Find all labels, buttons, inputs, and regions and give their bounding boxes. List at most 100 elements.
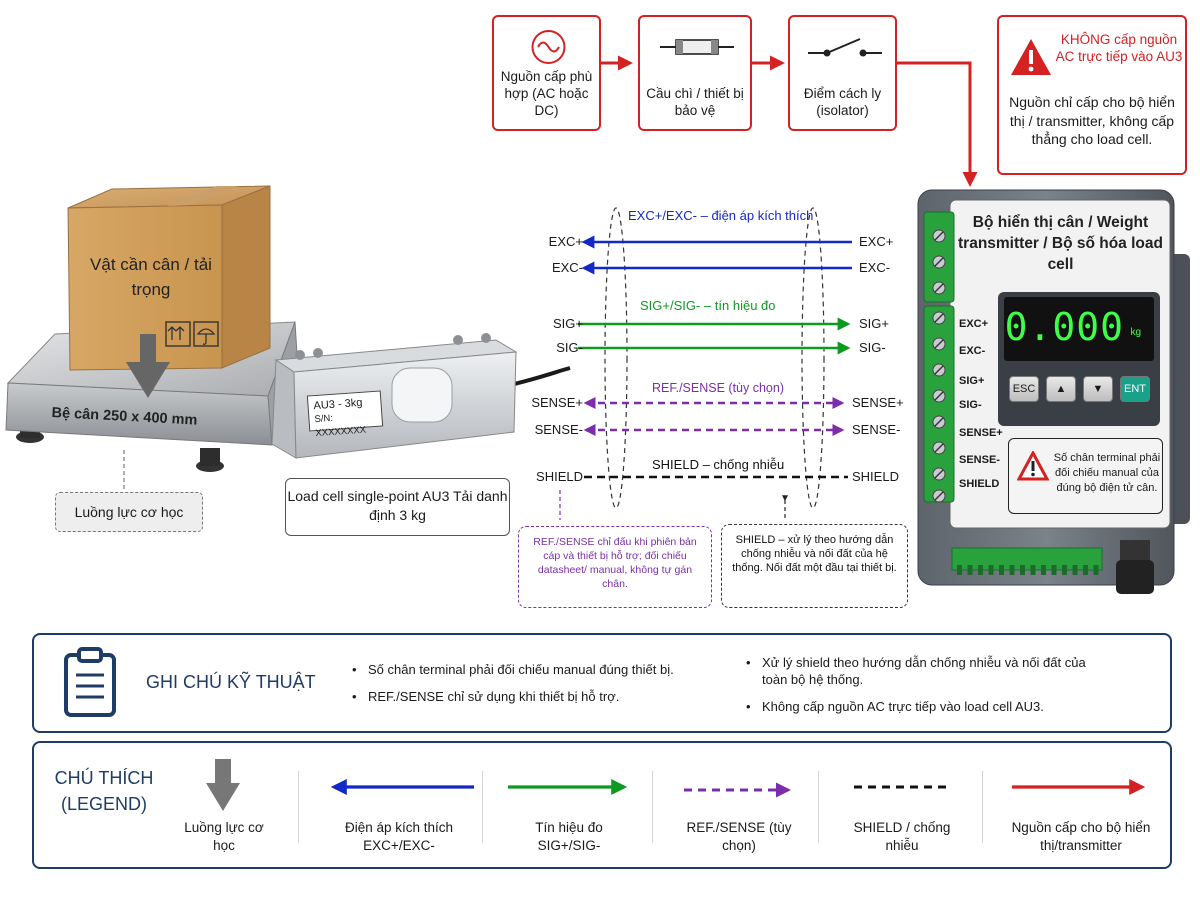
down-button[interactable]: ▼	[1083, 376, 1113, 402]
terminal-pin	[1009, 565, 1015, 575]
legend-divider	[818, 771, 819, 843]
fuse-box: Cầu chì / thiết bị bảo vệ	[638, 15, 752, 131]
legend-power-label: Nguồn cấp cho bộ hiển thị/transmitter	[1011, 820, 1151, 853]
wire-left-label: SENSE+	[531, 395, 583, 410]
cardboard-box	[67, 185, 271, 371]
clipboard-icon	[64, 647, 116, 717]
load-cell-serial: S/N: XXXXXXXX	[314, 412, 367, 440]
legend-panel: CHÚ THÍCH (LEGEND) Luồng lực cơ học Điện…	[32, 741, 1172, 869]
device-terminal-label: SENSE-	[959, 454, 1000, 466]
legend-shield-label: SHIELD / chống nhiễu	[853, 820, 951, 853]
tech-notes-right: Xử lý shield theo hướng dẫn chống nhiễu …	[746, 654, 1092, 725]
terminal-pin	[1051, 565, 1057, 575]
power-warning-body: Nguồn chỉ cấp cho bộ hiển thị / transmit…	[1009, 94, 1175, 147]
terminal-screw-slot	[934, 491, 944, 501]
terminal-pin	[1083, 565, 1088, 575]
sense-note: REF./SENSE chỉ đấu khi phiên bản cáp và …	[518, 526, 712, 608]
exc-caption: EXC+/EXC- – điện áp kích thích	[628, 208, 814, 223]
wire-right-label: EXC+	[859, 234, 894, 249]
tech-notes-title: GHI CHÚ KỸ THUẬT	[146, 672, 316, 692]
terminal-screw-slot	[934, 339, 944, 349]
force-arrow	[123, 334, 170, 490]
fuse-icon	[640, 27, 750, 65]
terminal-pin	[978, 565, 983, 575]
tech-note-item: REF./SENSE chỉ sử dụng khi thiết bị hỗ t…	[352, 688, 748, 705]
load-cell-body	[271, 333, 571, 459]
isolator-box: Điểm cách ly (isolator)	[788, 15, 897, 131]
shield-caption: SHIELD – chống nhiễu	[652, 457, 785, 472]
terminal-pin	[988, 565, 994, 575]
legend-divider	[482, 771, 483, 843]
legend-sig-label: Tín hiệu đo SIG+/SIG-	[535, 820, 603, 853]
wire-left-label: SIG+	[553, 316, 583, 331]
device-unit: kg	[1130, 327, 1141, 338]
terminal-pin	[1020, 565, 1025, 575]
force-label: Luồng lực cơ học	[55, 492, 203, 532]
power-path	[601, 55, 978, 187]
tech-note-item: Xử lý shield theo hướng dẫn chống nhiễu …	[746, 654, 1092, 688]
fuse-label: Cầu chì / thiết bị bảo vệ	[646, 86, 744, 118]
legend-symbols	[206, 759, 1146, 811]
device-terminal-label: SHIELD	[959, 478, 1000, 490]
isolator-label: Điểm cách ly (isolator)	[803, 86, 882, 118]
tech-note-item: Không cấp nguồn AC trực tiếp vào load ce…	[746, 698, 1092, 715]
wire-right-label: SIG-	[859, 340, 886, 355]
terminal-pins	[957, 565, 1099, 575]
enter-button[interactable]: ENT	[1120, 376, 1150, 402]
legend-sense-label: REF./SENSE (tùy chọn)	[686, 820, 792, 853]
terminal-screw-slot	[934, 257, 944, 267]
ac-source-icon	[494, 27, 599, 65]
wire-right-label: SHIELD	[852, 469, 899, 484]
terminal-pin	[1062, 565, 1067, 575]
wire-left-label: SIG-	[556, 340, 583, 355]
warning-icon	[1017, 451, 1049, 481]
load-cell-caption: Load cell single-point AU3 Tải danh định…	[285, 478, 510, 536]
terminal-screw-slot	[934, 443, 944, 453]
terminal-screw-slot	[934, 231, 944, 241]
cable-bundle-markers	[604, 207, 825, 509]
terminal-screw-slot	[934, 313, 944, 323]
device-warning-box: Số chân terminal phải đối chiếu manual c…	[1008, 438, 1163, 514]
load-cell-tag: AU3 - 3kg S/N: XXXXXXXX	[306, 390, 384, 439]
legend-divider	[982, 771, 983, 843]
terminal-pin	[957, 565, 962, 575]
power-source-box: Nguồn cấp phù hợp (AC hoặc DC)	[492, 15, 601, 131]
terminal-screws	[932, 229, 946, 503]
up-button[interactable]: ▲	[1046, 376, 1076, 402]
terminal-pin	[967, 565, 973, 575]
tech-note-item: Số chân terminal phải đối chiếu manual đ…	[352, 661, 748, 678]
terminal-pin	[1072, 565, 1078, 575]
device-terminal-label: EXC-	[959, 345, 986, 357]
power-warning-title: KHÔNG cấp nguồn AC trực tiếp vào AU3	[1055, 32, 1183, 64]
terminal-screw-slot	[934, 417, 944, 427]
sense-caption: REF./SENSE (tùy chọn)	[652, 381, 784, 395]
wire-left-label: EXC+	[548, 234, 583, 249]
device-reading: 0.000	[1004, 305, 1124, 349]
power-source-label: Nguồn cấp phù hợp (AC hoặc DC)	[500, 69, 593, 118]
device-terminal-label: SENSE+	[959, 427, 1003, 439]
terminal-screw-slot	[934, 391, 944, 401]
device-display: 0.000 kg	[1004, 297, 1154, 361]
esc-button[interactable]: ESC	[1009, 376, 1039, 402]
terminal-pin	[1041, 565, 1046, 575]
device-warning-text: Số chân terminal phải đối chiếu manual c…	[1053, 452, 1161, 494]
legend-force-label: Luồng lực cơ học	[184, 820, 264, 853]
legend-title: CHÚ THÍCH (LEGEND)	[54, 768, 154, 814]
wire-right-label: SIG+	[859, 316, 889, 331]
wire-left-label: SHIELD	[536, 469, 583, 484]
wire-left-label: EXC-	[551, 260, 583, 275]
power-warning-box: KHÔNG cấp nguồn AC trực tiếp vào AU3 Ngu…	[997, 15, 1187, 175]
switch-icon	[790, 27, 895, 65]
device-title: Bộ hiển thị cân / Weight transmitter / B…	[958, 214, 1163, 273]
wire-right-label: SENSE+	[852, 395, 904, 410]
tech-notes-left: Số chân terminal phải đối chiếu manual đ…	[352, 661, 748, 715]
tech-notes-panel: GHI CHÚ KỸ THUẬT Số chân terminal phải đ…	[32, 633, 1172, 733]
device-terminal-label: EXC+	[959, 318, 989, 330]
legend-exc-label: Điện áp kích thích EXC+/EXC-	[344, 820, 454, 853]
wire-right-label: EXC-	[859, 260, 891, 275]
legend-force-symbol	[206, 759, 240, 811]
signal-wires	[559, 235, 852, 520]
wire-right-label: SENSE-	[852, 422, 901, 437]
terminal-pin	[999, 565, 1004, 575]
